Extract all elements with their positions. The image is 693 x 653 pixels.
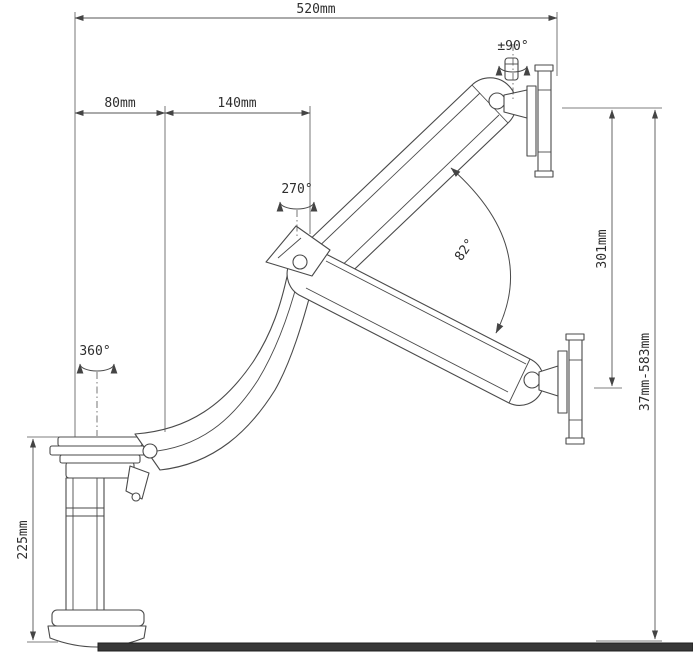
base-disc [49,445,151,456]
dim-140: 140mm [164,96,311,234]
elbow-joint [265,225,331,277]
angle-82: 82° [450,167,512,334]
upper-arm-lowered-body [286,249,545,406]
vesa-plate-lowered [523,333,585,445]
tilt-pivot [504,57,519,81]
dim-520: 520mm [74,2,558,437]
lower-arm-body [134,271,314,471]
desk-surface [97,642,693,652]
dim-225-label: 225mm [16,520,31,559]
base-handle [125,465,150,500]
vesa-plate-raised-outer [537,70,552,172]
base-foot-flare [47,625,147,648]
lower-arm [134,271,314,471]
head-joint-raised [488,92,506,110]
head-joint-lowered [523,371,541,389]
dim-520-label: 520mm [296,2,335,17]
upper-arm-lowered [286,249,545,406]
base-column [65,477,105,613]
angle-90: ±90° [495,39,531,102]
dim-301-label: 301mm [595,229,610,268]
angle-270: 270° [276,182,318,236]
base-assembly [47,436,151,648]
dimensions: 520mm 80mm 140mm 301mm 37mm-583mm [16,2,662,643]
dim-225: 225mm [16,436,80,643]
dim-80: 80mm [74,96,166,432]
elbow-cap [265,225,331,277]
base-foot [51,609,145,627]
dim-height-range-label: 37mm-583mm [638,333,653,411]
desk-edge [97,642,693,652]
angle-360: 360° [76,344,118,436]
vesa-plate-raised [488,57,554,178]
angle-90-label: ±90° [497,39,528,54]
drawing [47,57,693,652]
lower-arm-joint [142,443,158,459]
vesa-plate-lowered-outer [568,338,583,440]
dim-301: 301mm [562,107,662,389]
arm-swing-arc [450,167,512,334]
dim-80-label: 80mm [104,96,135,111]
angle-270-label: 270° [281,182,312,197]
angle-360-label: 360° [79,344,110,359]
dim-height-range: 37mm-583mm [596,109,662,642]
base-collar [65,461,135,479]
angle-82-label: 82° [452,236,478,264]
dim-140-label: 140mm [217,96,256,111]
